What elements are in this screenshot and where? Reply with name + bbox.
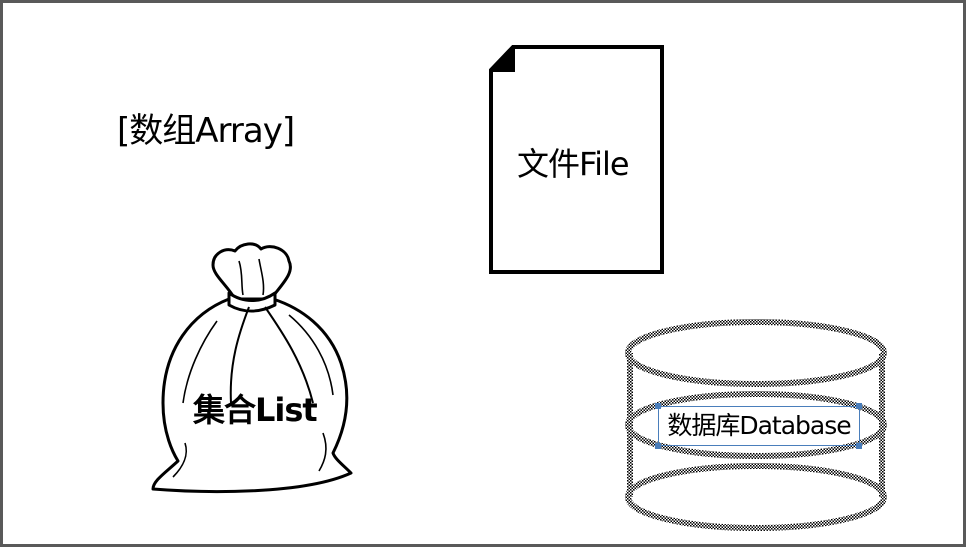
selection-handle-top-right[interactable] [856, 403, 862, 409]
selection-handle-bottom-right[interactable] [856, 443, 862, 449]
sack-icon[interactable] [151, 242, 353, 494]
database-label-textbox[interactable]: 数据库Database [658, 406, 860, 446]
database-cylinder-icon[interactable] [625, 319, 887, 531]
file-label[interactable]: 文件File [517, 145, 630, 183]
array-label[interactable]: [数组Array] [117, 111, 295, 151]
list-label[interactable]: 集合List [193, 391, 318, 429]
file-document-icon[interactable] [489, 45, 664, 274]
selection-handle-top-left[interactable] [655, 403, 661, 409]
selection-handle-bottom-left[interactable] [655, 443, 661, 449]
diagram-shapes [151, 45, 887, 531]
